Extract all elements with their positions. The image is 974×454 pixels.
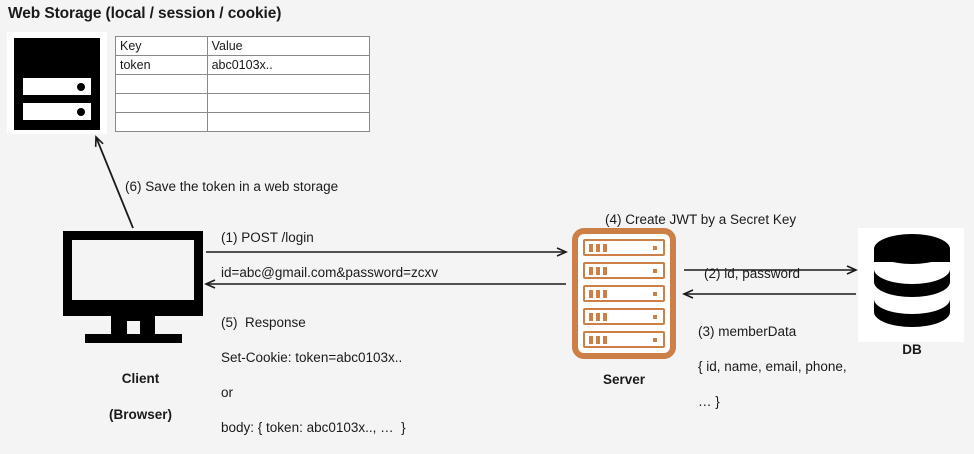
message-5-line2: Set-Cookie: token=abc0103x.. [221,349,403,365]
table-row [115,74,371,94]
cell-value [206,93,371,113]
server-rack-icon [572,228,676,359]
table-row: token abc0103x.. [115,55,371,75]
cell-key: token [115,55,208,75]
storage-drive-bay-2 [23,103,91,120]
server-slot [583,331,665,348]
message-1-line2: id=abc@gmail.com&password=zcxv [221,264,439,280]
message-5-label: (5) Response Set-Cookie: token=abc0103x.… [206,296,406,454]
server-slot [583,239,665,256]
db-label: DB [902,342,922,357]
monitor-stand-notch [127,321,140,336]
table-header-row: Key Value [115,36,371,56]
message-3-line1: (3) memberData [698,323,797,339]
monitor-bezel [63,231,203,316]
message-1-line1: (1) POST /login [221,229,314,245]
message-2-line1: (2) id, password [704,265,801,281]
message-3-line3: … } [698,393,720,409]
cell-key [115,112,208,132]
database-cylinder-icon [872,233,952,335]
message-4-line1: (4) Create JWT by a Secret Key [605,211,797,227]
column-header-key: Key [115,36,208,56]
storage-drive-icon [14,38,100,130]
message-1-label: (1) POST /login id=abc@gmail.com&passwor… [206,211,438,299]
monitor-stand-base [85,334,182,343]
diagram-canvas: Web Storage (local / session / cookie) K… [7,5,964,435]
message-5-line1: (5) Response [221,314,306,330]
message-3-label: (3) memberData { id, name, email, phone,… [683,305,847,428]
cell-key [115,74,208,94]
table-row [115,112,371,132]
message-5-line3: or [221,384,234,400]
monitor-screen [72,240,194,300]
storage-led-icon [77,82,85,91]
web-storage-table: Key Value token abc0103x.. [115,36,371,132]
message-3-line2: { id, name, email, phone, [698,358,847,374]
message-2-label: (2) id, password [689,247,800,300]
cell-value: abc0103x.. [206,55,371,75]
cell-value [206,112,371,132]
storage-led-icon [77,107,85,116]
message-4-label: (4) Create JWT by a Secret Key [590,193,796,246]
database-cylinder-svg [874,234,950,327]
table-row [115,93,371,113]
cell-value [206,74,371,94]
client-monitor-icon [63,231,203,343]
message-6-label: (6) Save the token in a web storage [110,160,338,213]
server-slot [583,262,665,279]
storage-drive-bay-1 [23,78,91,95]
page-title: Web Storage (local / session / cookie) [8,5,282,22]
server-slot [583,308,665,325]
server-slot [583,285,665,302]
client-label: Client (Browser) [63,352,203,442]
client-label-line1: Client [121,371,160,386]
monitor-stand-neck [111,316,155,336]
message-5-line4: body: { token: abc0103x.., … } [221,419,406,435]
cell-key [115,93,208,113]
server-label: Server [602,372,646,387]
column-header-value: Value [206,36,371,56]
server-body [572,228,676,359]
message-6-line1: (6) Save the token in a web storage [125,178,339,194]
